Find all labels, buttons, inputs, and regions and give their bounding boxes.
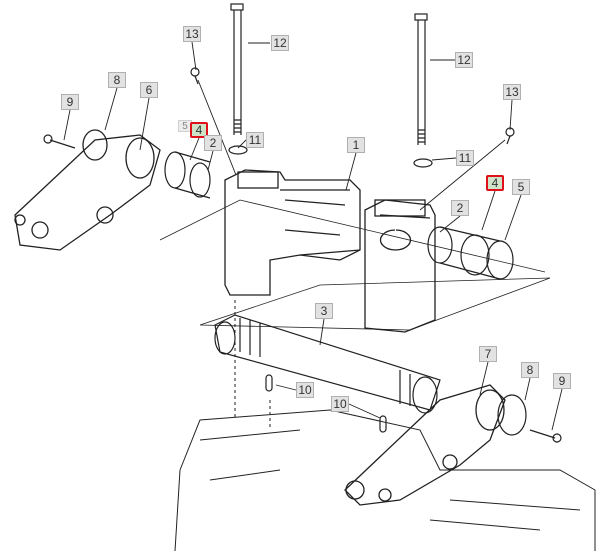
base-casting <box>174 300 596 551</box>
splined-shaft <box>214 314 441 414</box>
leader-lines <box>63 41 563 431</box>
washer-right <box>413 158 433 168</box>
callout-13[interactable]: 13 <box>183 26 201 42</box>
bushing-left <box>164 151 211 199</box>
callout-5-right[interactable]: 5 <box>512 179 530 195</box>
callout-11[interactable]: 11 <box>246 132 264 148</box>
callout-1[interactable]: 1 <box>347 137 365 153</box>
callout-11-right[interactable]: 11 <box>456 150 474 166</box>
callout-8[interactable]: 8 <box>108 72 126 88</box>
callout-10[interactable]: 10 <box>296 382 314 398</box>
callout-6[interactable]: 6 <box>140 82 158 98</box>
small-bolt-left <box>43 134 76 149</box>
washer-disc <box>497 394 527 436</box>
callout-7[interactable]: 7 <box>479 346 497 362</box>
callout-2[interactable]: 2 <box>204 135 222 151</box>
bushing-right <box>427 226 514 280</box>
callout-13-right[interactable]: 13 <box>503 84 521 100</box>
callout-4-highlighted[interactable]: 4 <box>190 122 208 138</box>
long-bolt-right <box>414 13 428 145</box>
callout-4-right-highlighted[interactable]: 4 <box>486 175 504 191</box>
callout-10-second[interactable]: 10 <box>331 396 349 412</box>
assembly-planes <box>159 199 551 331</box>
callout-2-right[interactable]: 2 <box>451 200 469 216</box>
callout-12[interactable]: 12 <box>271 35 289 51</box>
callout-9[interactable]: 9 <box>61 94 79 110</box>
grease-fitting-left <box>190 67 200 85</box>
grease-fitting-right <box>505 127 515 145</box>
small-bolt-right <box>529 429 562 443</box>
callout-3[interactable]: 3 <box>315 303 333 319</box>
pin-10 <box>265 374 387 433</box>
callout-8-right[interactable]: 8 <box>521 362 539 378</box>
callout-9-right[interactable]: 9 <box>553 373 571 389</box>
housing-body <box>224 169 436 333</box>
callout-12-right[interactable]: 12 <box>455 52 473 68</box>
washer-left <box>228 145 248 155</box>
lift-arm-right <box>344 384 506 506</box>
lift-arm-left <box>14 129 161 251</box>
long-bolt-left <box>230 3 244 135</box>
